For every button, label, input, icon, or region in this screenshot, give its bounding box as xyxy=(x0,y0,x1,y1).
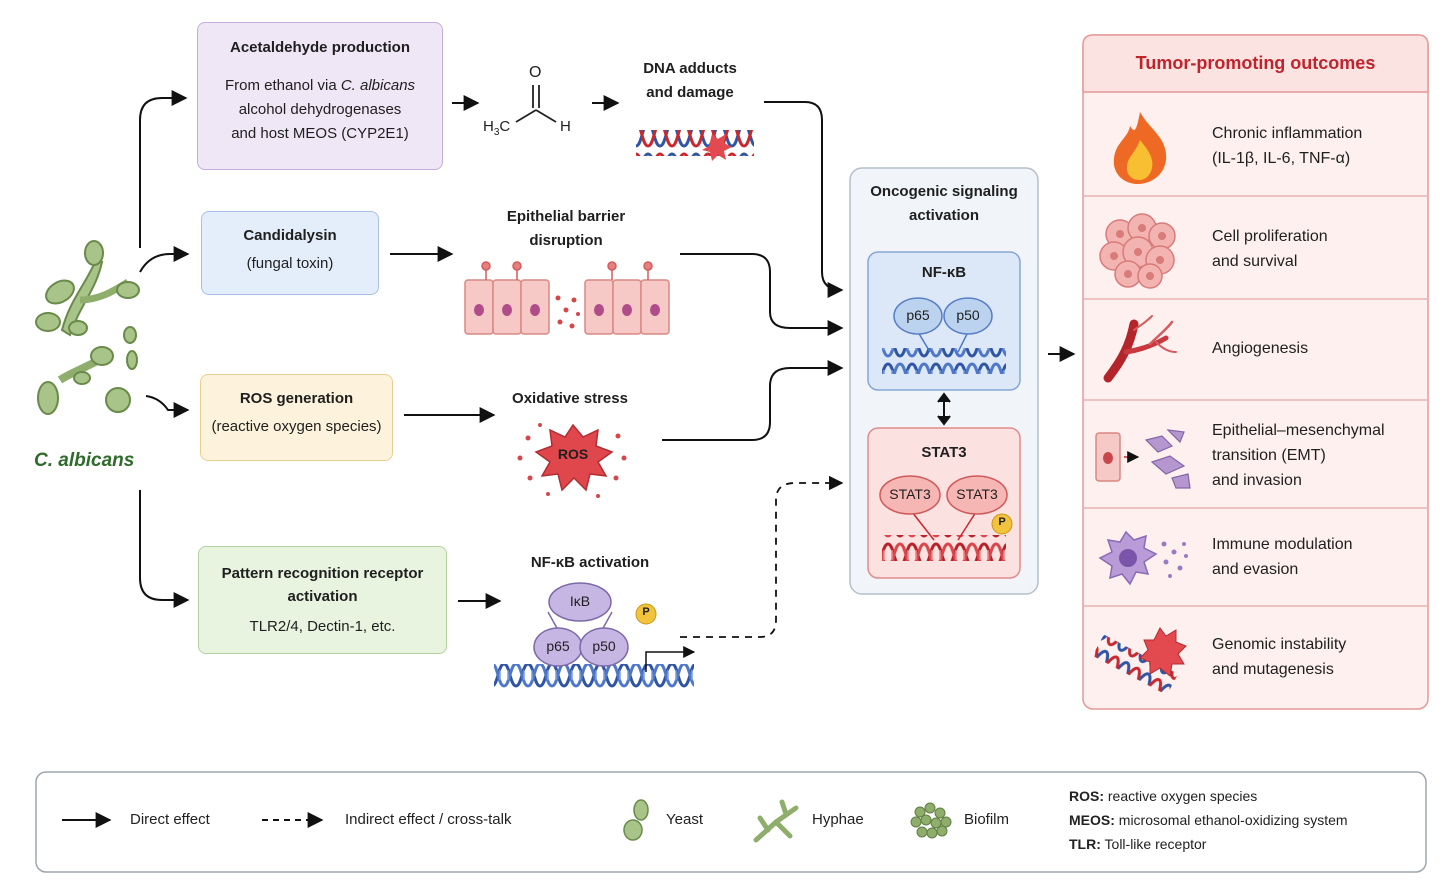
stat3-right: STAT3 xyxy=(956,486,998,502)
emt-cells-icon xyxy=(1095,429,1191,489)
nfkb-activation-label: NF-κB activation xyxy=(530,554,650,571)
candidalysin-subtitle: (fungal toxin) xyxy=(246,255,334,272)
ros-generation-subtitle: (reactive oxygen species) xyxy=(211,418,382,435)
crosstalk-double-arrow xyxy=(937,392,951,426)
signaling-nfkb-title: NF-κB xyxy=(921,264,967,281)
abbr-ros: ROS: reactive oxygen species xyxy=(1069,788,1258,804)
molecule-h3c: H3C xyxy=(483,118,511,138)
candida-cluster-icon xyxy=(35,240,140,415)
signaling-p50: p50 xyxy=(956,307,980,323)
candidalysin-box: Candidalysin (fungal toxin) xyxy=(201,211,379,295)
ros-badge: ROS xyxy=(557,446,589,462)
acetaldehyde-line3: and host MEOS (CYP2E1) xyxy=(231,125,409,142)
blood-vessel-icon xyxy=(1103,315,1177,383)
acetaldehyde-box: Acetaldehyde production From ethanol via… xyxy=(197,22,443,170)
ros-generation-box: ROS generation (reactive oxygen species) xyxy=(200,374,393,461)
candidalysin-title: Candidalysin xyxy=(243,227,337,244)
ros-burst-icon xyxy=(517,423,627,498)
legend-yeast: Yeast xyxy=(666,811,703,828)
legend-biofilm: Biofilm xyxy=(964,811,1010,828)
prr-subtitle: TLR2/4, Dectin-1, etc. xyxy=(249,618,396,635)
immune-cell-icon xyxy=(1098,530,1188,586)
epithelium-icon xyxy=(464,261,670,335)
signaling-stat3-title: STAT3 xyxy=(921,444,967,461)
legend-indirect: Indirect effect / cross-talk xyxy=(345,811,512,828)
molecule-o: O xyxy=(529,64,542,81)
acetaldehyde-molecule-icon xyxy=(515,85,557,123)
cell-cluster-icon xyxy=(1099,213,1176,289)
p65-label: p65 xyxy=(546,638,570,654)
signaling-p65: p65 xyxy=(906,307,930,323)
prr-title-line1: Pattern recognition receptor xyxy=(221,565,424,582)
abbr-meos: MEOS: microsomal ethanol-oxidizing syste… xyxy=(1069,812,1348,828)
acetaldehyde-title: Acetaldehyde production xyxy=(229,39,411,56)
outcomes-header: Tumor-promoting outcomes xyxy=(1135,53,1376,73)
flame-icon xyxy=(1113,112,1167,184)
dna-damage-icon xyxy=(1092,627,1187,696)
hyphae-icon xyxy=(753,799,799,843)
outcome-angiogenesis: Angiogenesis xyxy=(1212,340,1309,357)
stat3-dimer-icon xyxy=(879,475,1013,561)
damage-burst-icon xyxy=(702,134,732,161)
legend-direct: Direct effect xyxy=(130,811,210,828)
acetaldehyde-line1: From ethanol via C. albicans xyxy=(224,77,416,94)
phospho-badge: P xyxy=(642,606,650,618)
prr-box: Pattern recognition receptor activation … xyxy=(198,546,447,654)
nfkb-complex-icon xyxy=(494,582,696,690)
legend-hyphae: Hyphae xyxy=(812,811,864,828)
prr-title-line2: activation xyxy=(287,588,358,605)
ros-generation-title: ROS generation xyxy=(239,390,354,407)
dna-helix-icon xyxy=(636,130,754,156)
organism-label: C. albicans xyxy=(34,450,135,471)
acetaldehyde-line2: alcohol dehydrogenases xyxy=(238,101,402,118)
ikb-label: IκB xyxy=(569,593,591,609)
oxidative-stress-label: Oxidative stress xyxy=(512,390,628,407)
p50-label: p50 xyxy=(592,638,616,654)
molecule-h: H xyxy=(560,118,571,135)
abbr-tlr: TLR: Toll-like receptor xyxy=(1069,836,1207,852)
stat3-phospho-badge: P xyxy=(998,516,1006,528)
biofilm-icon xyxy=(910,802,952,839)
stat3-left: STAT3 xyxy=(889,486,931,502)
outcome-inflammation: Chronic inflammation(IL-1β, IL-6, TNF-α) xyxy=(1212,125,1363,167)
yeast-icon xyxy=(623,799,649,841)
nfkb-dimer-icon xyxy=(882,297,1006,374)
legend-box xyxy=(35,771,1427,873)
